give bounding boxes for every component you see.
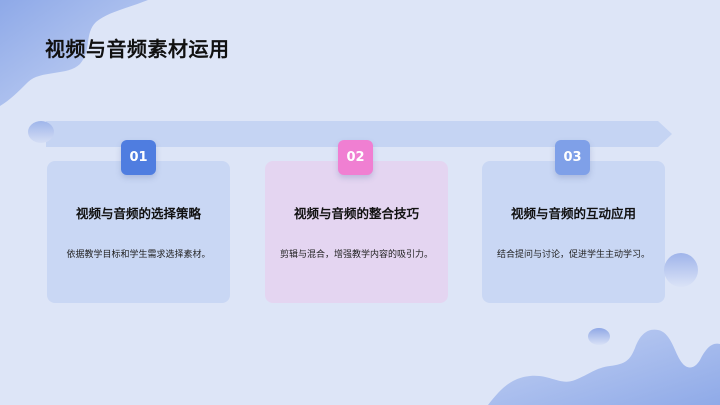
- card-2-title: 视频与音频的整合技巧: [293, 206, 419, 221]
- card-1-number-badge: 01: [121, 140, 156, 175]
- card-1: [47, 161, 230, 303]
- decorative-circle-small: [588, 328, 610, 345]
- card-2: [265, 161, 448, 303]
- card-1-description: 依据教学目标和学生需求选择素材。: [66, 250, 211, 260]
- card-2-number-badge: 02: [338, 140, 373, 175]
- card-3-description: 结合提问与讨论，促进学生主动学习。: [496, 250, 650, 260]
- decorative-circle-right: [664, 253, 698, 287]
- timeline-arrow-band: [46, 121, 672, 147]
- card-3-number-badge: 03: [555, 140, 590, 175]
- decorative-circle-left: [28, 121, 54, 143]
- card-3: [482, 161, 665, 303]
- top-left-wave-decoration: [0, 0, 148, 106]
- card-1-title: 视频与音频的选择策略: [75, 206, 201, 221]
- bottom-right-wave-decoration: [488, 329, 720, 405]
- card-2-description: 剪辑与混合，增强教学内容的吸引力。: [279, 250, 433, 260]
- card-3-title: 视频与音频的互动应用: [510, 206, 636, 221]
- page-title: 视频与音频素材运用: [45, 37, 230, 61]
